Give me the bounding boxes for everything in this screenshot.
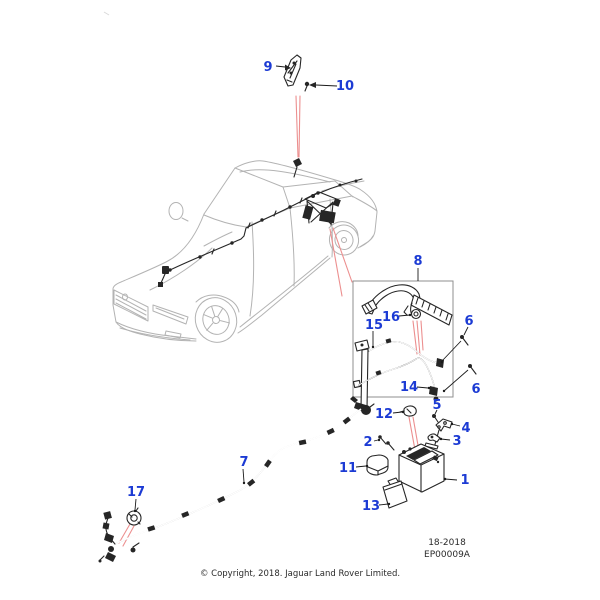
copyright-note: © Copyright, 2018. Jaguar Land Rover Lim… [200, 569, 400, 579]
detail-inset-box [352, 280, 454, 398]
part-6-bolt-upper [440, 326, 469, 364]
part-10-bolt [304, 81, 310, 92]
callout-4[interactable]: 4 [461, 421, 470, 436]
leader-9-arrow [285, 64, 291, 71]
figure-code: EP00009A [424, 550, 471, 560]
leader-9 [275, 65, 286, 68]
rear-wheel [328, 224, 360, 256]
callout-10[interactable]: 10 [336, 79, 354, 94]
callout-3[interactable]: 3 [452, 434, 461, 449]
vehicle-wiring-harness [158, 178, 363, 287]
callout-17[interactable]: 17 [127, 485, 145, 500]
print-artifact [103, 11, 110, 16]
callout-15[interactable]: 15 [365, 318, 383, 333]
part-7-cable [98, 408, 362, 563]
part-9-bracket [283, 54, 302, 87]
trunk-battery-assembly [302, 191, 341, 226]
callout-1[interactable]: 1 [460, 473, 469, 488]
sheet-label: 18-2018 [428, 538, 466, 548]
callout-7[interactable]: 7 [239, 455, 248, 470]
part-1-battery [398, 443, 445, 493]
part-4-bracket [433, 418, 453, 449]
callout-11[interactable]: 11 [339, 461, 357, 476]
leader-lines [133, 313, 461, 513]
part-14-cable [352, 357, 439, 402]
callout-5[interactable]: 5 [432, 398, 441, 413]
callout-8[interactable]: 8 [413, 254, 422, 269]
leader-10 [315, 84, 338, 87]
part-5-bolt [432, 409, 439, 423]
part-11-cover [366, 454, 389, 476]
callout-14[interactable]: 14 [400, 380, 418, 395]
callout-6-upper[interactable]: 6 [464, 314, 473, 329]
part-8-bracket [361, 284, 453, 326]
part-2-bolts [378, 435, 395, 451]
part-13-box [382, 477, 408, 509]
callout-12[interactable]: 12 [375, 407, 393, 422]
callout-16[interactable]: 16 [382, 310, 400, 325]
callout-9[interactable]: 9 [263, 60, 272, 75]
leader-10-arrow [309, 82, 316, 88]
part-6-bolt-lower [442, 364, 477, 393]
callout-13[interactable]: 13 [362, 499, 380, 514]
vehicle-illustration [112, 160, 378, 343]
part-15-cable [354, 338, 444, 410]
callout-2[interactable]: 2 [363, 435, 372, 450]
part-16-connector [410, 308, 422, 320]
part-3-clamp [424, 433, 441, 450]
front-wheel [194, 297, 238, 343]
callout-6-lower[interactable]: 6 [471, 382, 480, 397]
battery-terminal-cluster [350, 396, 375, 415]
red-locator-lines [118, 95, 424, 547]
side-mirror [168, 202, 184, 220]
roof-antenna-mount [293, 158, 302, 178]
